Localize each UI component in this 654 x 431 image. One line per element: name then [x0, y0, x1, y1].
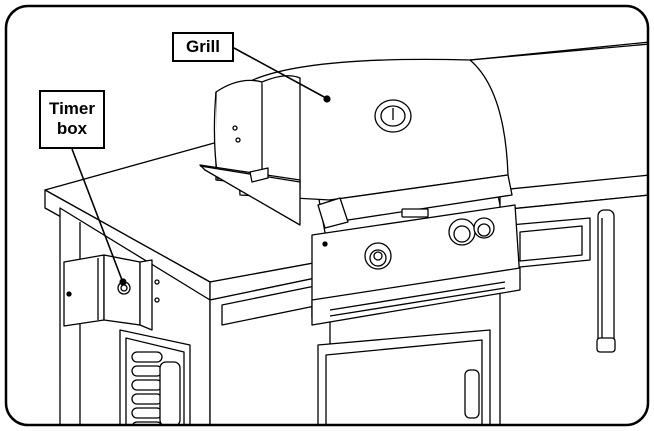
- outer-frame: [4, 4, 650, 427]
- temperature-gauge: [374, 99, 412, 133]
- grill-head: [311, 204, 521, 326]
- callout-leaders: [71, 47, 331, 286]
- grill-hood: [199, 58, 513, 229]
- control-knob-left: [364, 242, 392, 270]
- grill-storage-door: [317, 329, 491, 425]
- timer-label-line-1: Timer: [49, 99, 95, 118]
- control-knob-right: [448, 217, 495, 246]
- right-cabinet: [499, 194, 648, 425]
- timer-label-line-2: box: [56, 119, 88, 138]
- timer-box-label: Timer box: [39, 90, 105, 149]
- timer-box: [63, 254, 160, 331]
- grill-label: Grill: [172, 32, 234, 62]
